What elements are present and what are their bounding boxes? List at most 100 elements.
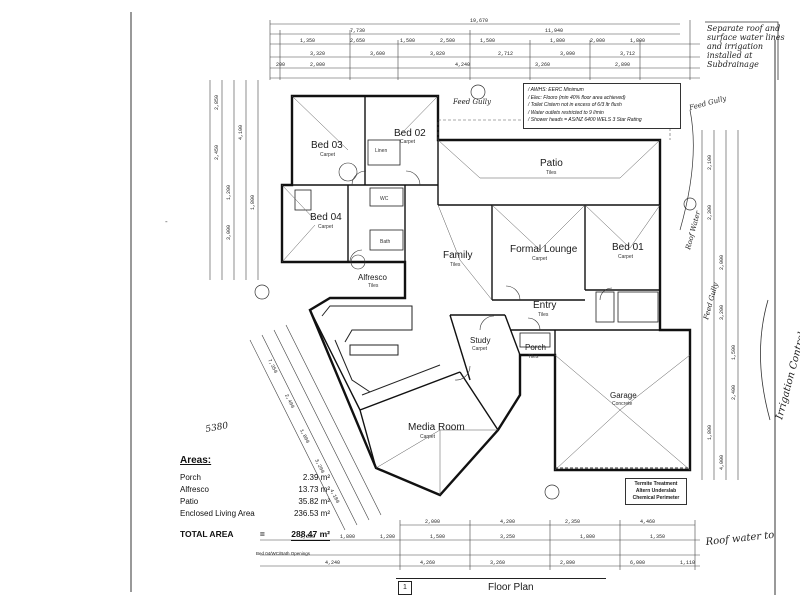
termite-box: Termite Treatment Altern Underslab Chemi… [625,478,687,505]
room-wc-label: WC [380,196,389,202]
room-garage-label: Garage [610,391,637,400]
hand-top-right-line: installed at [707,51,753,60]
hand-feed-gully-2: Feed Gully [687,94,728,112]
dim-right-3: 3,200 [719,305,725,320]
dim-bot2-6: 1,350 [650,534,665,540]
dim-bot1-1: 4,200 [500,519,515,525]
dim-top4-3: 3,260 [535,62,550,68]
dim-bot2-4: 3,250 [500,534,515,540]
hand-right-2: Roof Water [684,210,702,252]
dim-left-2: 1,200 [226,185,232,200]
dim-bot2-0: 1,600 [300,534,315,540]
area-row: Alfresco 13.73 m² [180,484,330,496]
dim-bot1-3: 4,460 [640,519,655,525]
room-formal-lounge-finish: Carpet [532,256,548,262]
dim-right-2: 2,000 [719,255,725,270]
sheet-title-bar: 1 Floor Plan [396,578,606,599]
dim-left-0: 2,850 [214,95,220,110]
dim-left-3: 3,000 [226,225,232,240]
area-total-value: 288.47 m² [291,529,330,541]
room-porch-finish: Tiles [528,354,539,360]
termite-line: Altern Underslab [635,488,677,494]
dim-bot3-3: 2,890 [560,560,575,566]
dim-left-5: 1,800 [250,195,256,210]
room-alfresco-finish: Tiles [368,283,379,289]
area-label: Enclosed Living Area [180,509,255,518]
room-bed02-finish: Carpet [400,139,416,145]
dim-bot3-1: 4,260 [420,560,435,566]
dim-bot1-0: 2,000 [425,519,440,525]
dim-right-1: 2,300 [707,205,713,220]
areas-title: Areas: [180,455,212,466]
dim-top-b: 11,940 [545,28,563,34]
dim-top3-5: 3,712 [620,51,635,57]
notes-box: / AWHS: EERC Minimum / Elec: Flooro (min… [523,83,681,129]
dim-diag-0: 7,350 [266,358,278,374]
note-line: / Water outlets restricted to 9 l/min [528,109,604,116]
dim-diag-2: 1,800 [298,428,310,444]
dim-bot3-5: 1,110 [680,560,695,566]
area-label: Porch [180,473,201,482]
area-total-sep: = [259,529,265,539]
dim-top3-0: 3,320 [310,51,325,57]
sheet-title: Floor Plan [488,582,534,593]
room-bed01-finish: Carpet [618,254,634,260]
dim-bot2-2: 1,200 [380,534,395,540]
room-entry-label: Entry [533,300,556,311]
room-entry-finish: Tiles [538,312,549,318]
hand-top-right-line: surface water lines [707,33,785,42]
area-row: Porch 2.39 m² [180,472,330,484]
room-bed02-label: Bed 02 [394,128,426,139]
area-label: Patio [180,497,199,506]
room-bed04-finish: Carpet [318,224,334,230]
sheet-number: 1 [398,581,412,595]
dim-top3-4: 3,090 [560,51,575,57]
dim-top-a: 7,730 [350,28,365,34]
dim-bot1-2: 2,350 [565,519,580,525]
dim-bot3-0: 4,240 [325,560,340,566]
room-bed03-label: Bed 03 [311,140,343,151]
room-media-finish: Carpet [420,434,436,440]
room-porch-label: Porch [525,343,546,352]
room-linen-label: Linen [375,148,387,154]
dim-right-4: 1,500 [731,345,737,360]
hand-feed-gully-1: Feed Gully [452,98,492,106]
note-line: / Shower heads = AS/NZ 6400 WELS 3 Star … [528,117,642,124]
dim-top3-3: 2,712 [498,51,513,57]
hand-roof-water: Roof water to [704,530,775,548]
dim-top4-4: 2,890 [615,62,630,68]
room-bed03-finish: Carpet [320,152,336,158]
dim-top2-2: 1,500 [400,38,415,44]
room-garage-finish: Concrete [612,401,633,407]
dim-top4-2: 4,240 [455,62,470,68]
dim-bot3-2: 3,260 [490,560,505,566]
area-value: 35.82 m² [298,497,330,506]
dim-right-6: 1,800 [707,425,713,440]
dim-bot3-4: 6,000 [630,560,645,566]
termite-line: Termite Treatment [634,481,678,487]
dim-top2-5: 1,800 [550,38,565,44]
area-value: 2.39 m² [302,473,330,482]
dim-diag-1: 2,400 [283,393,295,409]
note-line: / Elec: Flooro (min 40% floor area achie… [528,94,626,101]
room-study-label: Study [470,336,490,345]
area-total-label: TOTAL AREA [180,529,234,539]
dim-top2-1: 2,650 [350,38,365,44]
dim-top4-0: 200 [276,62,285,68]
dim-diag-4: 4,180 [328,488,340,504]
dim-right-7: 4,000 [719,455,725,470]
dim-top4-1: 2,000 [310,62,325,68]
dim-right-0: 2,100 [707,155,713,170]
termite-line: Chemical Perimeter [632,495,680,501]
dim-left-4: 4,100 [238,125,244,140]
dim-top3-1: 3,600 [370,51,385,57]
dim-right-5: 2,400 [731,385,737,400]
room-bed04-label: Bed 04 [310,212,342,223]
room-patio-label: Patio [540,158,563,169]
room-study-finish: Carpet [472,346,488,352]
room-bed01-label: Bed 01 [612,242,644,253]
dim-top2-3: 2,500 [440,38,455,44]
dim-top3-2: 3,820 [430,51,445,57]
hand-top-right-note: Separate roof and surface water lines an… [707,24,787,69]
dim-top2-7: 1,800 [630,38,645,44]
